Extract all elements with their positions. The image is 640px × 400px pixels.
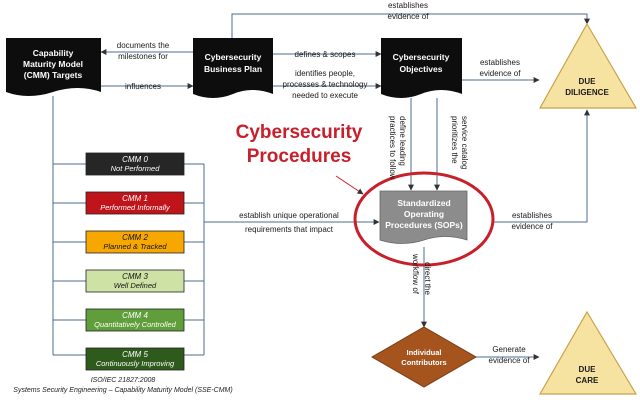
svg-text:Objectives: Objectives xyxy=(400,64,443,74)
connectors xyxy=(52,13,590,360)
cybersecurity-procedures-callout: Cybersecurity Procedures xyxy=(236,122,364,195)
cmm-level-subtitle: Performed Informally xyxy=(100,203,171,212)
contributors-node: Individual Contributors xyxy=(370,326,478,388)
label-direct-workflow: direct the workflow of xyxy=(411,253,432,295)
due-care-node: DUE CARE xyxy=(538,310,638,395)
edge-sop-dd xyxy=(493,109,590,223)
svg-text:evidence of: evidence of xyxy=(489,356,531,365)
cmm-level-title: CMM 3 xyxy=(122,272,148,281)
svg-text:DILIGENCE: DILIGENCE xyxy=(565,88,609,97)
label-defines: defines & scopes xyxy=(295,50,356,59)
cmm-level-subtitle: Quantitatively Controlled xyxy=(94,320,177,329)
svg-text:(CMM) Targets: (CMM) Targets xyxy=(24,70,83,80)
objectives-node: Cybersecurity Objectives xyxy=(381,38,462,98)
edge-top-establishes xyxy=(231,13,590,38)
cmm-level-subtitle: Not Performed xyxy=(111,164,161,173)
label-obj-establishes: establishes xyxy=(480,58,520,67)
svg-text:processes & technology: processes & technology xyxy=(283,80,368,89)
svg-text:milestones for: milestones for xyxy=(118,52,168,61)
svg-text:evidence of: evidence of xyxy=(480,69,522,78)
svg-text:Procedures (SOPs): Procedures (SOPs) xyxy=(385,220,463,230)
svg-text:direct the: direct the xyxy=(423,262,432,295)
sop-highlight-ellipse xyxy=(353,171,495,267)
svg-text:DUE: DUE xyxy=(579,365,597,374)
svg-text:define leading: define leading xyxy=(398,116,407,166)
svg-text:Cybersecurity: Cybersecurity xyxy=(205,52,262,62)
svg-text:Systems Security Engineering –: Systems Security Engineering – Capabilit… xyxy=(13,387,232,394)
svg-text:Cybersecurity: Cybersecurity xyxy=(236,122,363,143)
cmm-targets-node: Capability Maturity Model (CMM) Targets xyxy=(6,38,101,96)
svg-text:Standardized: Standardized xyxy=(397,198,450,208)
svg-text:CARE: CARE xyxy=(576,376,599,385)
svg-text:DUE: DUE xyxy=(579,77,597,86)
svg-text:Individual: Individual xyxy=(406,348,441,357)
footer-citation: ISO/IEC 21827:2008 Systems Security Engi… xyxy=(13,377,232,394)
cmm-level-subtitle: Well Defined xyxy=(114,281,157,290)
svg-text:prioritizes the: prioritizes the xyxy=(450,116,459,164)
svg-text:evidence of: evidence of xyxy=(512,222,554,231)
cmm-level-title: CMM 4 xyxy=(122,311,148,320)
svg-text:Capability: Capability xyxy=(33,48,74,58)
svg-text:Operating: Operating xyxy=(404,209,444,219)
label-generate: Generate xyxy=(492,345,526,354)
svg-text:service catalog: service catalog xyxy=(460,116,469,169)
sop-node: Standardized Operating Procedures (SOPs) xyxy=(379,190,468,244)
edge-labels: establishes evidence of documents the mi… xyxy=(117,1,553,365)
svg-text:workflow of: workflow of xyxy=(411,253,420,295)
svg-text:evidence of: evidence of xyxy=(388,12,430,21)
svg-text:ISO/IEC 21827:2008: ISO/IEC 21827:2008 xyxy=(91,377,156,384)
svg-text:Maturity Model: Maturity Model xyxy=(23,59,83,69)
svg-text:Contributors: Contributors xyxy=(401,358,446,367)
label-define-leading: define leading practices to follow xyxy=(388,116,407,180)
cmm-level-title: CMM 0 xyxy=(122,155,148,164)
label-establish-unique: establish unique operational xyxy=(239,211,339,220)
svg-text:practices to follow: practices to follow xyxy=(388,116,397,180)
svg-text:Business Plan: Business Plan xyxy=(204,64,262,74)
svg-text:Procedures: Procedures xyxy=(247,146,352,167)
svg-text:requirements that impact: requirements that impact xyxy=(245,225,334,234)
svg-text:needed to execute: needed to execute xyxy=(292,91,358,100)
label-identifies: identifies people, xyxy=(295,69,355,78)
label-prioritizes: prioritizes the service catalog xyxy=(450,116,469,169)
due-diligence-node: DUE DILIGENCE xyxy=(538,22,638,109)
label-sop-establishes: establishes xyxy=(512,211,552,220)
label-influences: influences xyxy=(125,82,161,91)
cmm-level-subtitle: Continuously Improving xyxy=(96,359,175,368)
cmm-level-subtitle: Planned & Tracked xyxy=(103,242,167,251)
label-top-establishes: establishes xyxy=(388,1,428,10)
cmm-level-title: CMM 2 xyxy=(122,233,148,242)
cmm-level-title: CMM 1 xyxy=(122,194,148,203)
business-plan-node: Cybersecurity Business Plan xyxy=(193,38,273,98)
svg-text:Cybersecurity: Cybersecurity xyxy=(393,52,450,62)
label-documents: documents the xyxy=(117,41,170,50)
cmm-level-title: CMM 5 xyxy=(122,350,148,359)
